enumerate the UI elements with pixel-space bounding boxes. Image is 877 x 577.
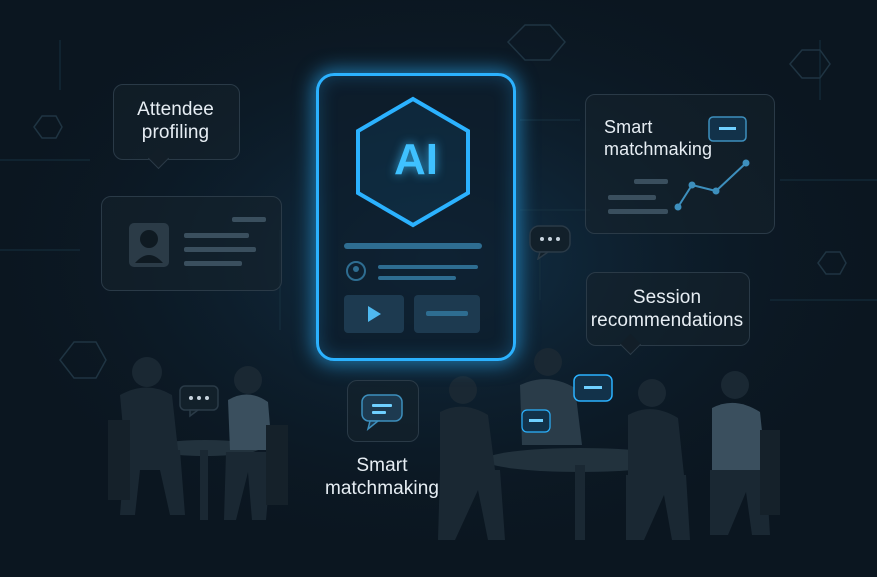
ai-badge: AI	[394, 135, 438, 184]
play-icon	[368, 306, 381, 322]
smart-matchmaking-top-label: Smart matchmaking	[604, 117, 713, 159]
chat-bubble-icon	[179, 385, 219, 418]
session-recommendations-label: Session recommendations	[590, 287, 744, 331]
chat-bubble-icon	[529, 225, 571, 260]
people-silhouettes-left	[108, 357, 288, 520]
attendee-profiling-bubble	[113, 84, 240, 160]
smart-matchmaking-icon-tile	[347, 380, 419, 442]
smart-matchmaking-card	[585, 94, 775, 234]
smart-matchmaking-bottom-label: Smart matchmaking	[324, 455, 440, 499]
chat-bubble-icon	[361, 394, 403, 422]
ai-device-panel: AI	[316, 73, 516, 361]
avatar-icon	[346, 261, 366, 281]
session-recommendations-bubble	[586, 272, 750, 346]
hexagon-icon	[33, 24, 847, 379]
line-chart-icon	[677, 162, 747, 208]
chat-bubble-icon	[521, 374, 613, 433]
attendee-profiling-label: Attendee profiling	[137, 99, 214, 143]
profile-card	[101, 196, 282, 291]
people-silhouettes-right	[438, 348, 780, 540]
hexagon-icon	[356, 96, 470, 228]
